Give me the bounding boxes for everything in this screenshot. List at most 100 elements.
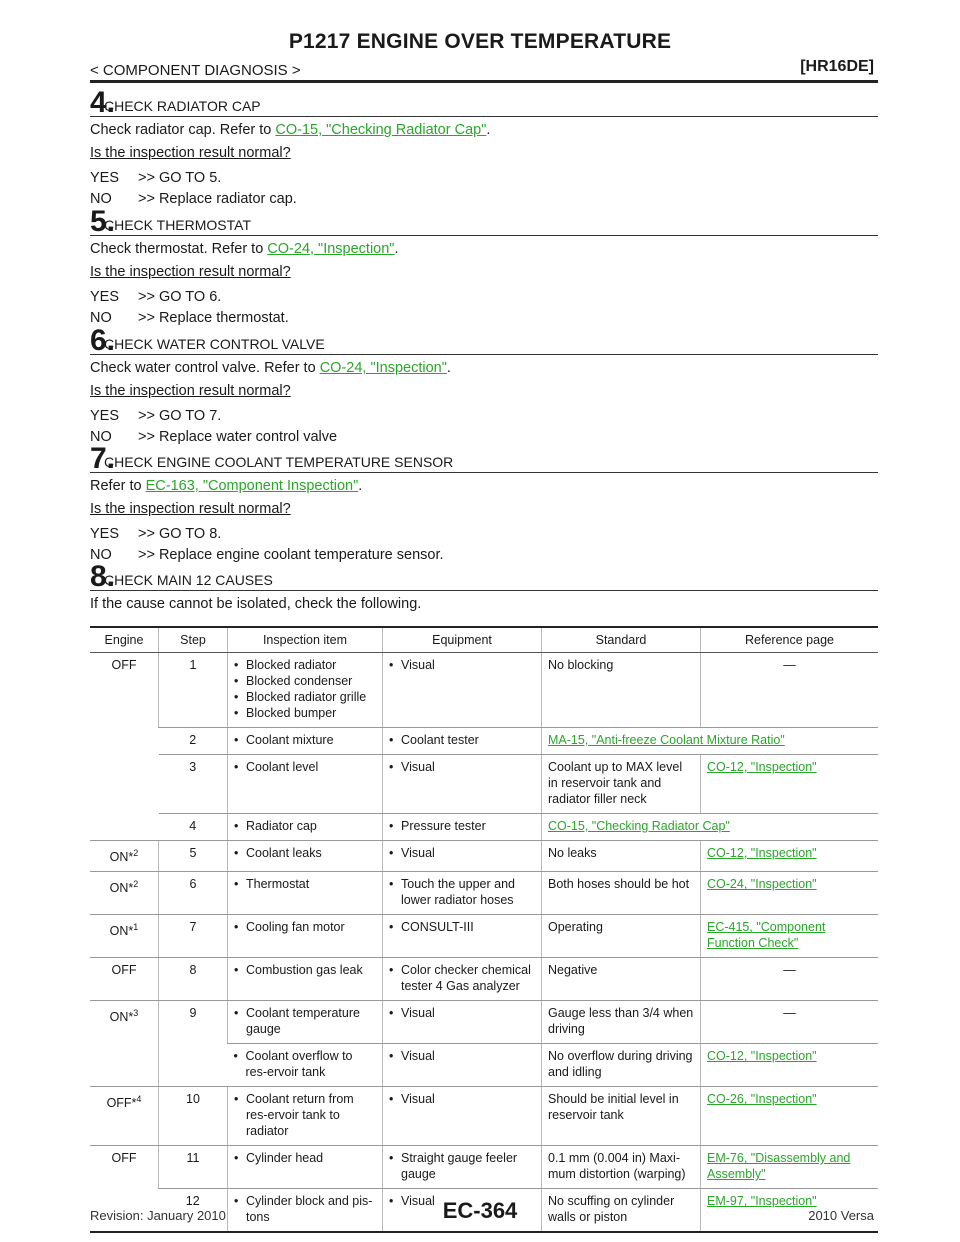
no-action: >> Replace engine coolant temperature se… xyxy=(138,547,444,563)
footnote-mark: 4 xyxy=(136,1094,142,1105)
yes-key: YES xyxy=(90,170,120,186)
yes-action: >> GO TO 6. xyxy=(138,289,222,305)
inspection-item-cell: Radiator cap xyxy=(227,813,383,841)
standard-cell: No overflow during driving and idling xyxy=(541,1043,701,1088)
instruction-text: Refer to xyxy=(90,478,146,494)
instruction-end: . xyxy=(358,478,363,494)
bullet-item: Straight gauge feeler gauge xyxy=(389,1150,535,1182)
page-number: EC-364 xyxy=(442,1198,518,1223)
table-row: ON*17Cooling fan motorCONSULT-IIIOperati… xyxy=(90,914,878,959)
engine-cell: OFF xyxy=(90,1145,159,1234)
engine-cell: OFF xyxy=(90,652,159,841)
column-header: Step xyxy=(158,626,228,653)
bullet-item: Coolant tester xyxy=(389,732,535,748)
bullet-item: Coolant mixture xyxy=(234,732,376,748)
bullet-item: Touch the upper and lower radiator hoses xyxy=(389,876,535,908)
standard-cell: Gauge less than 3/4 when driving xyxy=(541,1000,701,1045)
standard-cell: No leaks xyxy=(541,840,701,873)
column-header: Equipment xyxy=(382,626,542,653)
bullet-item: Cylinder head xyxy=(234,1150,376,1166)
reference-cell: EC-415, "Component Function Check" xyxy=(700,914,878,959)
reference-link[interactable]: EC-415, "Component Function Check" xyxy=(707,920,826,951)
engine-cell: ON*2 xyxy=(90,871,159,916)
bullet-item: Visual xyxy=(389,1091,535,1107)
bullet-item: Radiator cap xyxy=(234,818,376,834)
no-action: >> Replace thermostat. xyxy=(138,310,289,326)
step-cell: 11 xyxy=(158,1145,228,1190)
column-header: Engine xyxy=(90,626,159,653)
reference-none: — xyxy=(700,1000,878,1045)
reference-link[interactable]: CO-26, "Inspection" xyxy=(707,1092,817,1107)
step-heading: 5. CHECK THERMOSTAT xyxy=(90,205,878,237)
page-title: P1217 ENGINE OVER TEMPERATURE xyxy=(288,30,672,53)
reference-link[interactable]: CO-15, "Checking Radiator Cap" xyxy=(275,122,487,138)
reference-link[interactable]: CO-12, "Inspection" xyxy=(707,846,817,860)
step-8: 8. CHECK MAIN 12 CAUSES If the cause can… xyxy=(90,560,878,615)
inspection-item-cell: Cylinder block and pis-tons xyxy=(227,1188,383,1234)
table-row: OFF8Combustion gas leakColor checker che… xyxy=(90,957,878,1002)
reference-cell: CO-12, "Inspection" xyxy=(700,754,878,814)
inspection-question: Is the inspection result normal? xyxy=(90,501,291,517)
inspection-question: Is the inspection result normal? xyxy=(90,145,291,161)
yes-action: >> GO TO 5. xyxy=(138,170,222,186)
reference-link[interactable]: MA-15, "Anti-freeze Coolant Mixture Rati… xyxy=(548,733,785,747)
standard-cell: No scuffing on cylinder walls or piston xyxy=(541,1188,701,1234)
no-key: NO xyxy=(90,191,112,207)
step-title: CHECK MAIN 12 CAUSES xyxy=(104,572,273,588)
step-title: CHECK WATER CONTROL VALVE xyxy=(104,336,325,352)
bullet-item: Coolant return from res-ervoir tank to r… xyxy=(234,1091,376,1139)
step-4: 4. CHECK RADIATOR CAP Check radiator cap… xyxy=(90,86,878,210)
step-number: 4. xyxy=(90,86,116,119)
reference-link[interactable]: CO-24, "Inspection" xyxy=(707,877,817,892)
table-row: Coolant overflow to res-ervoir tankVisua… xyxy=(90,1043,878,1088)
table-row: OFF*410Coolant return from res-ervoir ta… xyxy=(90,1086,878,1147)
bullet-item: Visual xyxy=(389,657,535,673)
reference-link[interactable]: CO-24, "Inspection" xyxy=(319,360,447,376)
no-key: NO xyxy=(90,547,112,563)
standard-cell: Coolant up to MAX level in reservoir tan… xyxy=(541,754,701,814)
reference-link[interactable]: EC-163, "Component Inspection" xyxy=(145,478,359,494)
yes-action: >> GO TO 7. xyxy=(138,408,222,424)
engine-cell: OFF xyxy=(90,957,159,1002)
step-cell: 4 xyxy=(158,813,228,841)
step-cell: 5 xyxy=(158,840,228,873)
bullet-item: CONSULT-III xyxy=(389,919,535,935)
step-title: CHECK ENGINE COOLANT TEMPERATURE SENSOR xyxy=(104,454,454,470)
reference-link[interactable]: CO-12, "Inspection" xyxy=(707,1049,817,1064)
reference-cell: CO-24, "Inspection" xyxy=(700,871,878,916)
bullet-item: Blocked condenser xyxy=(234,673,376,689)
reference-link[interactable]: CO-12, "Inspection" xyxy=(707,760,817,774)
equipment-cell: Visual xyxy=(382,1000,542,1045)
yes-action: >> GO TO 8. xyxy=(138,526,222,542)
equipment-cell: Visual xyxy=(382,1086,542,1147)
reference-cell: MA-15, "Anti-freeze Coolant Mixture Rati… xyxy=(541,727,878,755)
instruction-end: . xyxy=(394,241,399,257)
step-number: 8. xyxy=(90,560,116,593)
equipment-cell: Coolant tester xyxy=(382,727,542,755)
step-cell: 6 xyxy=(158,871,228,916)
column-header: Standard xyxy=(541,626,701,653)
step-heading: 7. CHECK ENGINE COOLANT TEMPERATURE SENS… xyxy=(90,442,878,474)
standard-cell: Should be initial level in reservoir tan… xyxy=(541,1086,701,1147)
inspection-question: Is the inspection result normal? xyxy=(90,264,291,280)
footnote-mark: 2 xyxy=(133,848,139,858)
table-row: OFF1Blocked radiatorBlocked condenserBlo… xyxy=(90,652,878,841)
standard-cell: Operating xyxy=(541,914,701,959)
inspection-item-cell: Coolant return from res-ervoir tank to r… xyxy=(227,1086,383,1147)
step-cell: 3 xyxy=(158,754,228,814)
equipment-cell: Visual xyxy=(382,754,542,814)
reference-link[interactable]: CO-24, "Inspection" xyxy=(267,241,395,257)
bullet-item: Blocked radiator grille xyxy=(234,689,376,705)
step-title: CHECK RADIATOR CAP xyxy=(104,98,261,114)
inspection-item-cell: Coolant overflow to res-ervoir tank xyxy=(227,1043,383,1088)
reference-link[interactable]: CO-15, "Checking Radiator Cap" xyxy=(548,819,730,833)
reference-link[interactable]: EM-76, "Disassembly and Assembly" xyxy=(707,1151,851,1182)
equipment-cell: CONSULT-III xyxy=(382,914,542,959)
reference-link[interactable]: EM-97, "Inspection" xyxy=(707,1194,817,1209)
model-year: 2010 Versa xyxy=(808,1208,874,1223)
inspection-item-cell: Coolant level xyxy=(227,754,383,814)
no-action: >> Replace radiator cap. xyxy=(138,191,297,207)
